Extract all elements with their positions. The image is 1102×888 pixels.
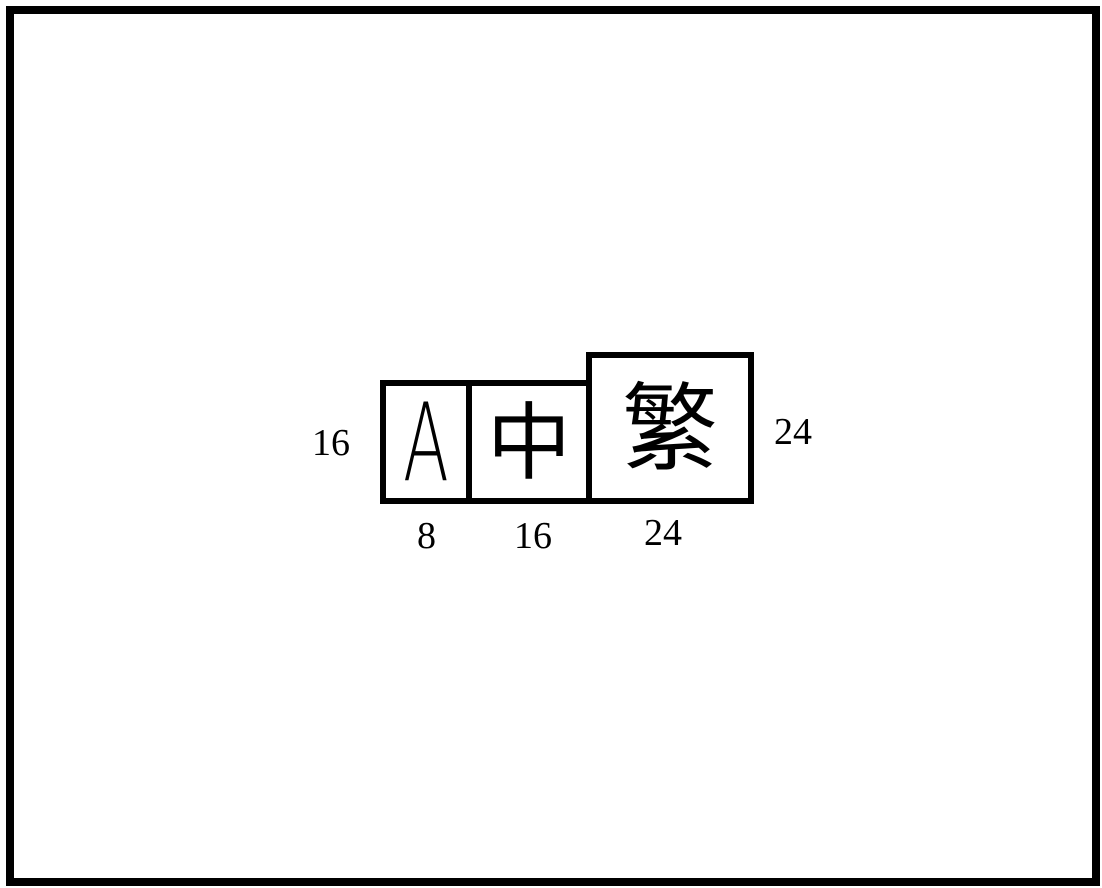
height-label-left: 16 [312, 422, 350, 464]
width-label-ascii: 8 [417, 515, 436, 557]
glyph-cell-chinese: 中 [466, 380, 592, 504]
glyph-ascii: A [403, 381, 449, 506]
glyph-chinese: 中 [486, 394, 571, 492]
glyph-cell-ascii: A [380, 380, 472, 504]
glyph-traditional: 繁 [622, 373, 718, 485]
glyph-cell-traditional: 繁 [586, 352, 754, 504]
height-label-right: 24 [774, 411, 812, 453]
width-label-traditional: 24 [644, 512, 682, 554]
width-label-chinese: 16 [514, 515, 552, 557]
